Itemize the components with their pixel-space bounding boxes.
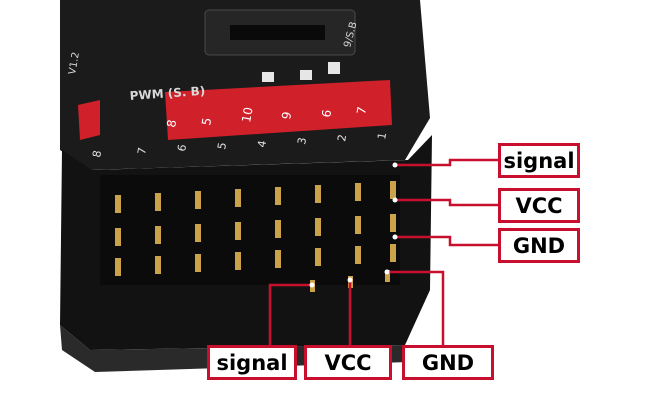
version-label: V1.2 <box>67 51 82 75</box>
red-strip-number: 9 <box>279 111 294 121</box>
channel-number: 4 <box>255 139 269 148</box>
red-strip-number: 5 <box>199 117 214 127</box>
red-strip-number: 8 <box>164 119 179 129</box>
callout-vcc-right: VCC <box>498 188 580 223</box>
callout-vcc-bottom: VCC <box>304 345 392 380</box>
red-channel-strip: 8 5 10 9 6 7 <box>164 80 392 140</box>
channel-number: 7 <box>135 146 149 155</box>
channel-number: 3 <box>295 136 309 145</box>
channel-number: 6 <box>175 143 189 152</box>
callout-gnd-bottom: GND <box>402 345 494 380</box>
leader-lines-bottom <box>268 270 445 345</box>
red-strip-number: 6 <box>319 109 334 119</box>
callout-gnd-right: GND <box>498 228 580 263</box>
channel-number: 5 <box>215 141 229 150</box>
callout-signal-bottom: signal <box>207 345 297 380</box>
pwm-label: PWM (S. B) <box>129 84 205 103</box>
channel-number: 8 <box>90 149 104 158</box>
pin-header <box>100 175 400 292</box>
channel-number: 2 <box>335 133 349 142</box>
red-strip-number: 10 <box>239 106 255 123</box>
callout-signal-right: signal <box>498 143 580 178</box>
leader-lines-right <box>395 158 498 247</box>
channel-number: 1 <box>375 131 389 140</box>
red-strip-number: 7 <box>354 106 369 116</box>
